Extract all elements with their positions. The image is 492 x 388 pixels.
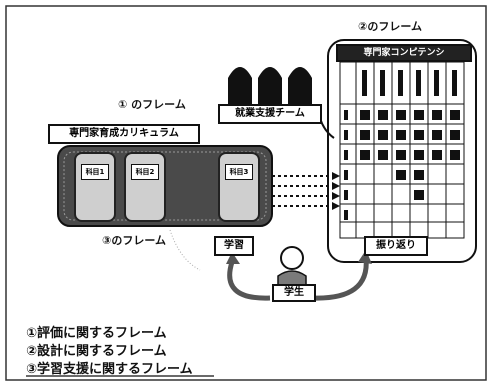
learner-label: 学生 bbox=[272, 284, 316, 302]
legend-item-2: ②設計に関するフレーム bbox=[26, 344, 167, 359]
curriculum-label: 専門家育成カリキュラム bbox=[48, 124, 200, 144]
course-unit-3: 科目3 bbox=[218, 152, 260, 222]
reflection-label: 振り返り bbox=[364, 236, 428, 256]
competency-row-numbers bbox=[344, 110, 348, 220]
frame2-label: ②のフレーム bbox=[358, 20, 422, 33]
course-unit-2-label: 科目2 bbox=[131, 164, 159, 180]
course-unit-2: 科目2 bbox=[124, 152, 166, 222]
legend-item-3: ③学習支援に関するフレーム bbox=[26, 362, 193, 377]
reflection-cycle-arrow bbox=[311, 257, 369, 301]
support-team-figures bbox=[228, 67, 312, 104]
learning-cycle-arrow bbox=[227, 261, 271, 301]
course-unit-1-label: 科目1 bbox=[81, 164, 109, 180]
frame3-label: ③のフレーム bbox=[102, 234, 166, 247]
course-unit-3-label: 科目3 bbox=[225, 164, 253, 180]
support-team-label: 就業支援チーム bbox=[218, 104, 322, 124]
competency-title: 専門家コンピテンシ bbox=[336, 44, 472, 62]
learning-label: 学習 bbox=[214, 236, 254, 256]
course-unit-1: 科目1 bbox=[74, 152, 116, 222]
competency-column-heads bbox=[362, 70, 457, 96]
mapping-arrows bbox=[272, 172, 340, 210]
competency-marks bbox=[360, 110, 460, 200]
legend-item-1: ①評価に関するフレーム bbox=[26, 326, 167, 341]
frame1-label: ① のフレーム bbox=[118, 98, 186, 111]
outer-frame bbox=[5, 5, 487, 381]
